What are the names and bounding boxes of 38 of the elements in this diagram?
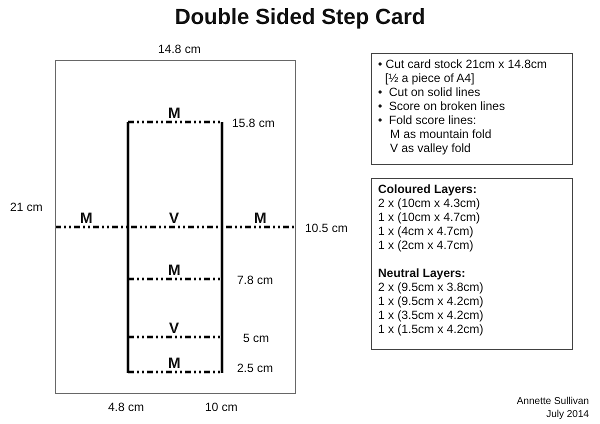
text-line: 1 x (4cm x 4.7cm) [378,224,474,238]
text-line: 2 x (9.5cm x 3.8cm) [378,280,484,294]
text-line: 1 x (1.5cm x 4.2cm) [378,322,484,336]
bullet-item: • Score on broken lines [378,99,506,113]
text-line: V as valley fold [390,141,472,155]
dimension-label: 10 cm [205,400,238,414]
fold-letter: M [168,356,180,371]
section-heading: Coloured Layers: [378,182,478,196]
instructions-box [371,53,573,165]
fold-letter: V [169,211,180,226]
bullet-item: • Cut card stock 21cm x 14.8cm [½ a piece of A4] [378,57,548,85]
text-line: 2 x (10cm x 4.3cm) [378,196,482,210]
bullet-item: • Cut on solid lines [378,85,482,99]
dimension-label: 10.5 cm [305,221,348,235]
dimension-label: 2.5 cm [237,361,274,375]
dimension-label: 7.8 cm [237,273,274,287]
bullet-item: • Fold score lines: [378,113,478,127]
text-line: 1 x (9.5cm x 4.2cm) [378,294,484,308]
card-outline [55,60,296,394]
author-name: Annette Sullivan [516,395,589,409]
text-line: 1 x (10cm x 4.7cm) [378,210,482,224]
text-line: 1 x (3.5cm x 4.2cm) [378,308,484,322]
dimension-label: 15.8 cm [232,116,275,130]
dimension-label: 14.8 cm [158,42,201,56]
section-heading: Neutral Layers: [378,266,466,280]
fold-letter: M [168,263,180,278]
fold-letter: M [80,211,92,226]
dimension-label: 4.8 cm [108,400,144,414]
layers-box [371,178,573,350]
date-text: July 2014 [546,408,589,422]
text-line: 1 x (2cm x 4.7cm) [378,238,474,252]
fold-letter: V [169,321,180,336]
dimension-label: 21 cm [10,200,43,214]
fold-letter: M [254,211,266,226]
text-line: M as mountain fold [390,127,492,141]
fold-letter: M [168,106,180,121]
dimension-label: 5 cm [243,331,270,345]
title: Double Sided Step Card [174,4,426,30]
